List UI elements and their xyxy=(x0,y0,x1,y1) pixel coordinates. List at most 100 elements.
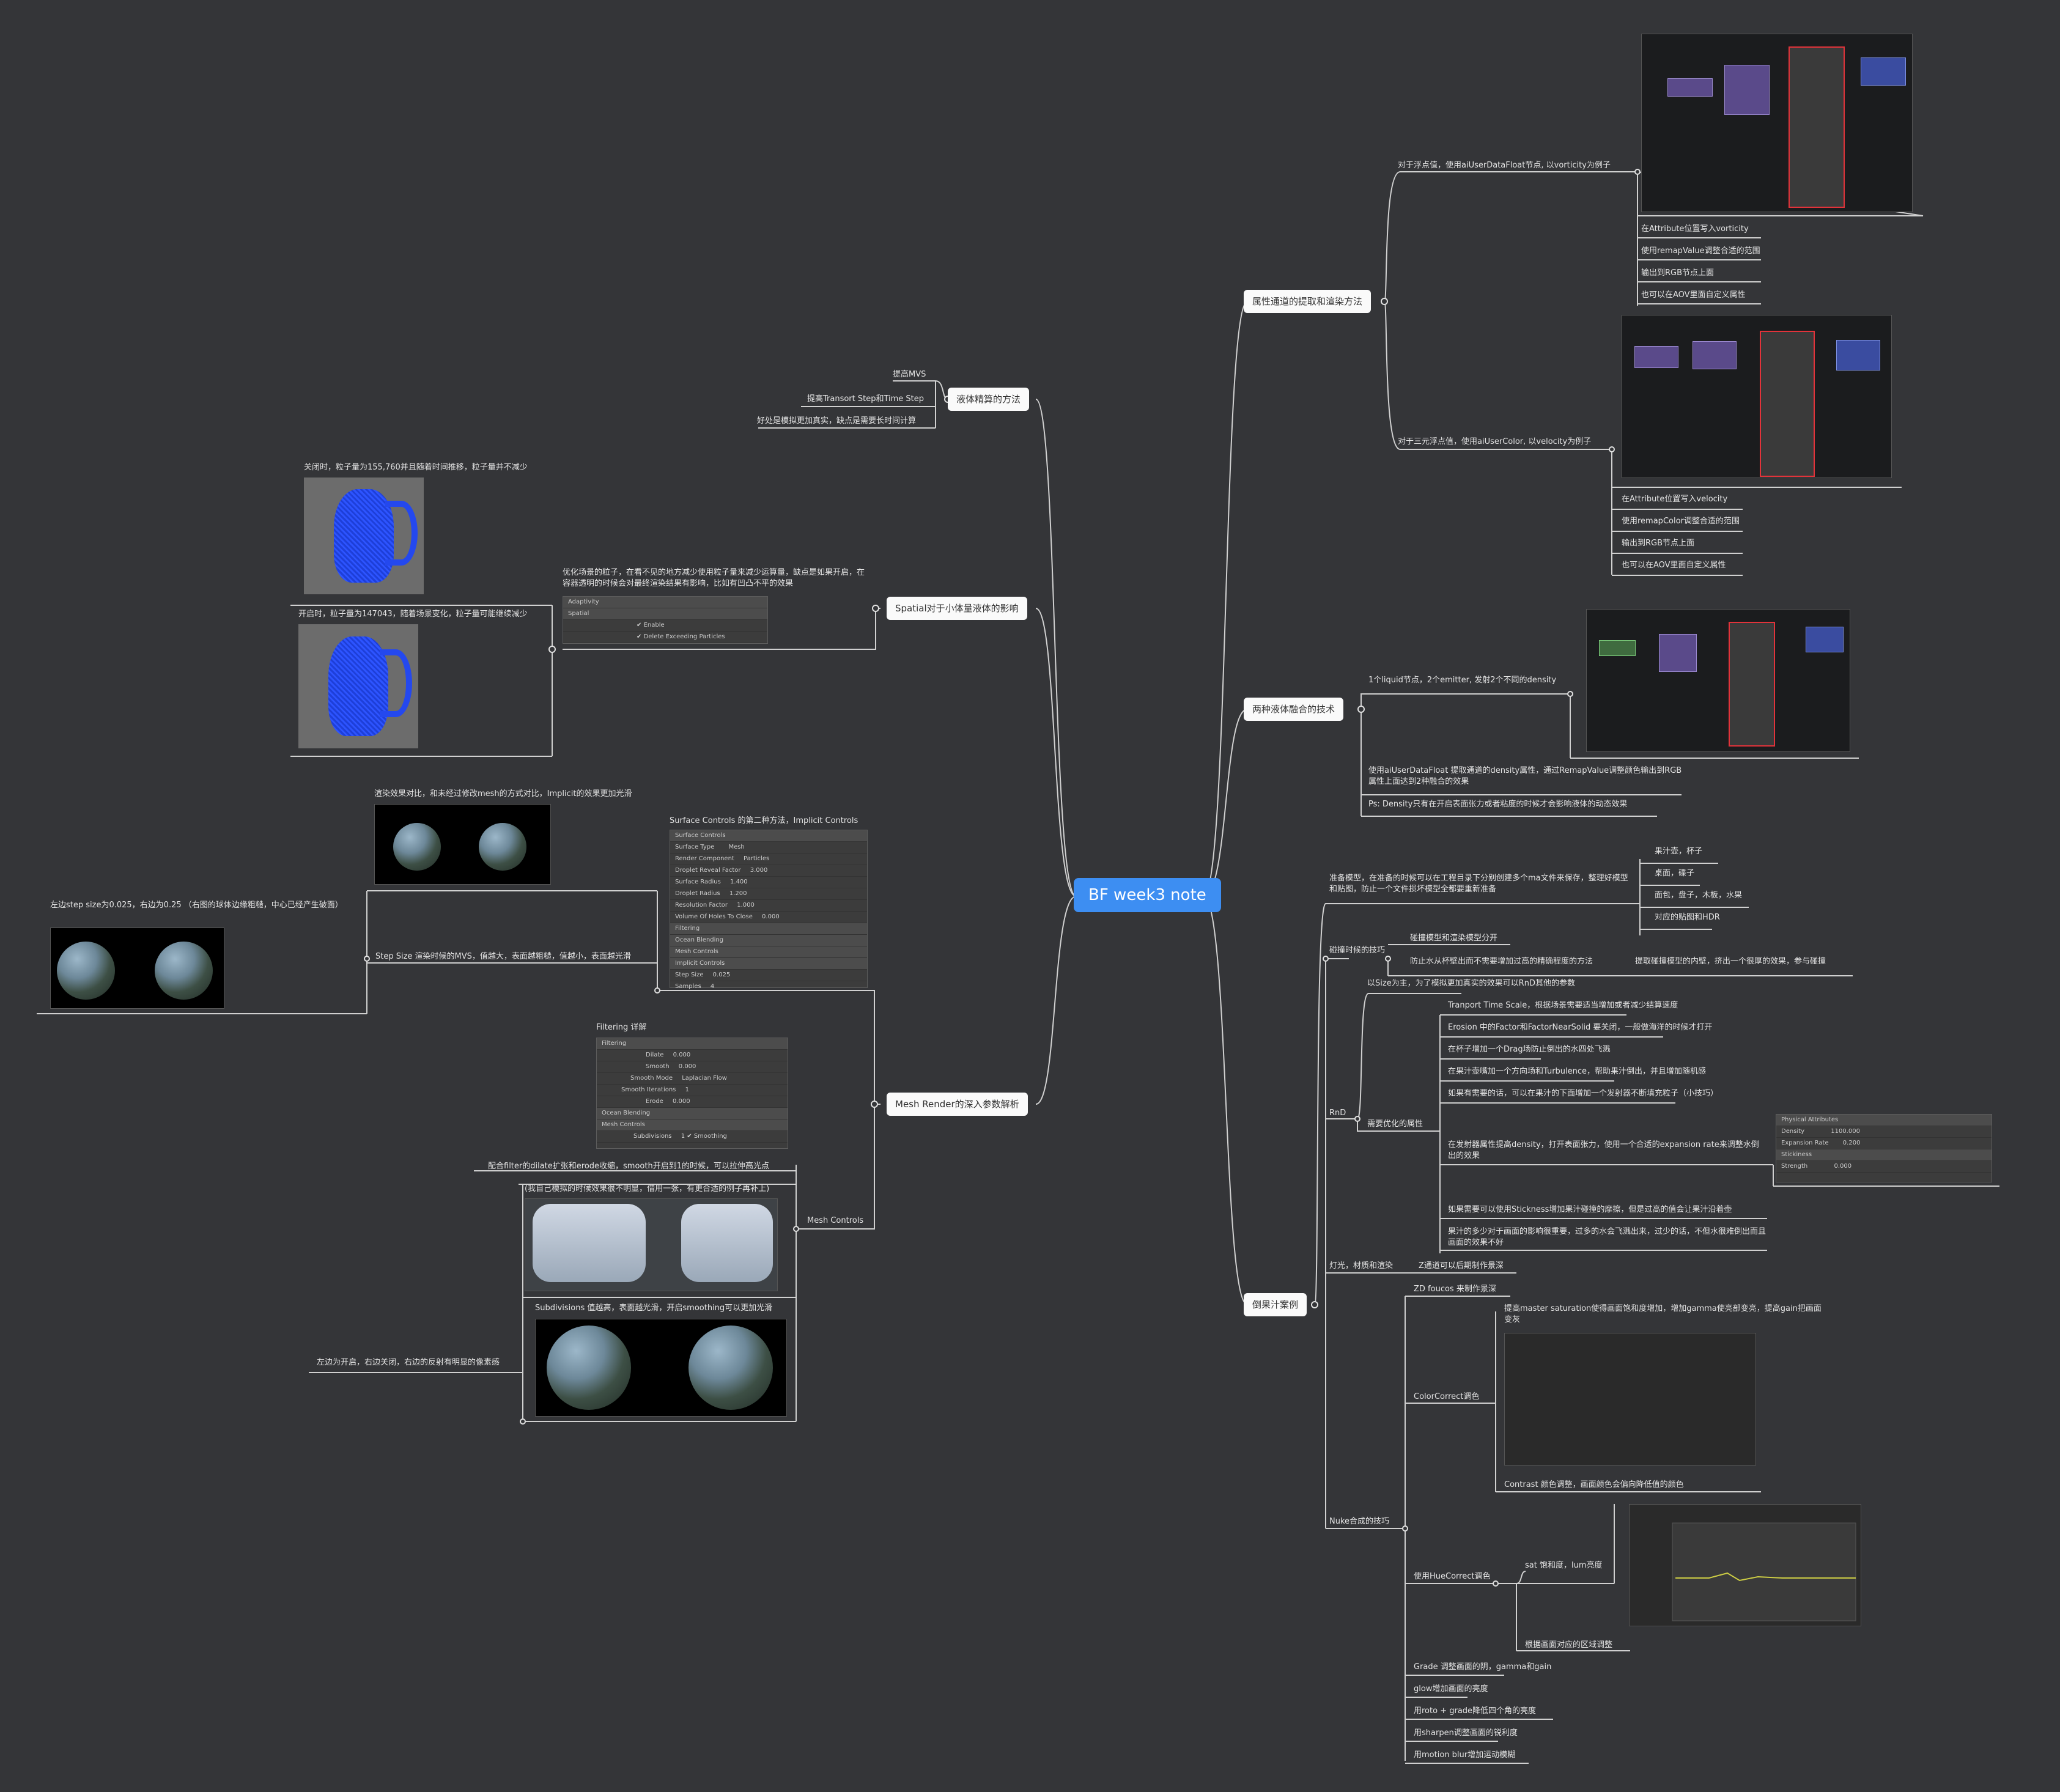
sphere-render xyxy=(479,823,526,871)
cushion-shape xyxy=(681,1204,773,1282)
juice-opt-item: 果汁的多少对于画面的影响很重要，过多的水会飞溅出来，过少的话，不但水很难倒出而且… xyxy=(1448,1227,1767,1247)
physical-attributes-panel: Physical Attributes Density 1100.000 Exp… xyxy=(1776,1114,1992,1182)
sphere-render xyxy=(689,1326,773,1410)
attr-color-item: 输出到RGB节点上面 xyxy=(1622,539,1695,548)
panel-row: Surface Controls xyxy=(670,830,867,842)
spatial-desc: 优化场景的粒子，在看不见的地方减少使用粒子量来减少运算量，缺点是如果开启，在容器… xyxy=(563,568,865,588)
node-box xyxy=(1789,46,1845,208)
juice-opt-item: 在果汁壶嘴加一个方向场和Turbulence，帮助果汁倒出，并且增加随机感 xyxy=(1448,1067,1707,1076)
surface-controls-panel: Surface Controls Surface Type Mesh Rende… xyxy=(670,830,868,993)
attr-float-item: 使用remapValue调整合适的范围 xyxy=(1641,246,1760,256)
panel-row: Subdivisions 1 ✔ Smoothing xyxy=(597,1131,788,1143)
panel-row: Step Size 0.025 xyxy=(670,970,867,981)
node-box xyxy=(1693,341,1737,369)
mesh-implicit-note: 渲染效果对比，和未经过修改mesh的方式对比，Implicit的效果更加光滑 xyxy=(374,789,632,798)
juice-prep-item: 果汁壶，杯子 xyxy=(1655,847,1703,856)
panel-row: Adaptivity xyxy=(563,597,767,608)
juice-nuke-item: 用roto + grade降低四个角的亮度 xyxy=(1414,1706,1537,1716)
panel-row: Surface Type Mesh xyxy=(670,842,867,854)
juice-opt-item: 如果有需要的话，可以在果汁的下面增加一个发射器不断填充粒子（小技巧） xyxy=(1448,1089,1719,1098)
juice-light-item: Z通道可以后期制作景深 xyxy=(1419,1261,1504,1270)
attr-float-item: 也可以在AOV里面自定义属性 xyxy=(1641,290,1746,300)
root-node[interactable]: BF week3 note xyxy=(1074,878,1221,912)
juice-opt-item: 在发射器属性提高density，打开表面张力，使用一个合适的expansion … xyxy=(1448,1140,1759,1160)
juice-rnd-first: 以Size为主，为了模拟更加真实的效果可以RnD其他的参数 xyxy=(1367,979,1575,988)
mesh-controls: Mesh Controls xyxy=(807,1216,864,1225)
panel-row: Stickiness xyxy=(1776,1149,1992,1161)
sphere-render xyxy=(547,1326,631,1410)
branch-mesh[interactable]: Mesh Render的深入参数解析 xyxy=(887,1093,1028,1116)
panel-row: Resolution Factor 1.000 xyxy=(670,900,867,912)
attr-color-item: 在Attribute位置写入velocity xyxy=(1622,495,1728,504)
panel-row: Erode 0.000 xyxy=(597,1096,788,1108)
juice-rnd: RnD xyxy=(1329,1108,1346,1118)
panel-row: Volume Of Holes To Close 0.000 xyxy=(670,912,867,923)
sphere-render xyxy=(393,823,441,871)
juice-opt-item: Tranport Time Scale，根据场景需要适当增加或者减少结算速度 xyxy=(1448,1001,1678,1010)
mesh-implicit-title: Surface Controls 的第二种方法，Implicit Control… xyxy=(670,816,858,825)
node-box xyxy=(1729,622,1775,747)
branch-fuse[interactable]: 两种液体融合的技术 xyxy=(1244,698,1344,721)
panel-row: Density 1100.000 xyxy=(1776,1126,1992,1138)
panel-row: Filtering xyxy=(597,1038,788,1050)
branch-precision[interactable]: 液体精算的方法 xyxy=(948,388,1030,411)
node-box xyxy=(1836,340,1880,371)
huecorrect-curve xyxy=(1672,1522,1856,1621)
juice-collide-item: 碰撞模型和渲染模型分开 xyxy=(1410,934,1498,943)
node-graph-float-screenshot xyxy=(1641,34,1913,212)
juice-nuke-item: 用sharpen调整画面的锐利度 xyxy=(1414,1728,1518,1738)
colorcorrect-screenshot xyxy=(1504,1333,1756,1466)
cushion-shape xyxy=(533,1204,646,1282)
panel-row: Surface Radius 1.400 xyxy=(670,877,867,888)
panel-row: ✔ Delete Exceeding Particles xyxy=(563,632,767,643)
juice-nuke-item: 用motion blur增加运动模糊 xyxy=(1414,1750,1516,1760)
node-graph-fuse-screenshot xyxy=(1586,609,1850,752)
mesh-step-note: 左边step size为0.025，右边为0.25 （右图的球体边缘粗糙，中心已… xyxy=(50,901,343,910)
panel-row: Filtering xyxy=(670,923,867,935)
attr-float-item: 输出到RGB节点上面 xyxy=(1641,268,1715,278)
panel-row: Ocean Blending xyxy=(597,1108,788,1119)
juice-opt-item: Erosion 中的Factor和FactorNearSolid 要关闭，一般做… xyxy=(1448,1023,1713,1032)
juice-opt: 需要优化的属性 xyxy=(1367,1119,1423,1129)
mesh-own-note: (我自己模拟的时候效果很不明显，借用一张，有更合适的例子再补上) xyxy=(525,1184,770,1193)
juice-collide-item: 防止水从杯壁出而不需要增加过高的精确程度的方法 xyxy=(1410,957,1593,966)
fuse-item: 使用aiUserDataFloat 提取通道的density属性，通过Remap… xyxy=(1368,766,1682,786)
mesh-step: Step Size 渲染时候的MVS，值越大，表面越粗糙，值越小，表面越光滑 xyxy=(375,952,631,961)
juice-collide-tip: 提取碰撞模型的内壁，挤出一个很厚的效果，参与碰撞 xyxy=(1635,957,1826,966)
juice-hue: 使用HueCorrect调色 xyxy=(1414,1572,1491,1581)
panel-row: Implicit Controls xyxy=(670,958,867,970)
branch-spatial[interactable]: Spatial对于小体量液体的影响 xyxy=(887,597,1027,620)
panel-row: Dilate 0.000 xyxy=(597,1050,788,1061)
panel-row: Spatial xyxy=(563,608,767,620)
juice-cc: ColorCorrect调色 xyxy=(1414,1392,1480,1401)
juice-collide: 碰撞时候的技巧 xyxy=(1329,946,1386,955)
panel-row: Strength 0.000 xyxy=(1776,1161,1992,1173)
panel-row: Ocean Blending xyxy=(670,935,867,946)
juice-prep-item: 桌面，碟子 xyxy=(1655,869,1695,878)
branch-attr[interactable]: 属性通道的提取和渲染方法 xyxy=(1244,290,1371,313)
panel-row: Smooth Mode Laplacian Flow xyxy=(597,1073,788,1085)
panel-row: ✔ Enable xyxy=(563,620,767,632)
attr-float-title: 对于浮点值，使用aiUserDataFloat节点, 以vorticity为例子 xyxy=(1398,161,1611,170)
juice-prep-item: 对应的贴图和HDR xyxy=(1655,913,1720,922)
juice-nuke: Nuke合成的技巧 xyxy=(1329,1517,1390,1526)
panel-row: Mesh Controls xyxy=(597,1119,788,1131)
mesh-filter-note: 配合filter的dilate扩张和erode收缩，smooth开启到1的时候，… xyxy=(488,1162,769,1171)
juice-opt-item: 如果需要可以使用Stickness增加果汁碰撞的摩擦，但是过高的值会让果汁沿着壶 xyxy=(1448,1205,1732,1214)
panel-row: Droplet Radius 1.200 xyxy=(670,888,867,900)
node-box xyxy=(1861,57,1906,86)
node-box xyxy=(1667,78,1713,97)
fuse-item: 1个liquid节点，2个emitter, 发射2个不同的density xyxy=(1368,676,1557,685)
attr-float-item: 在Attribute位置写入vorticity xyxy=(1641,224,1749,234)
branch-juice[interactable]: 倒果汁案例 xyxy=(1244,1293,1307,1316)
panel-row: Expansion Rate 0.200 xyxy=(1776,1138,1992,1149)
mesh-subdiv-note: 左边为开启，右边关闭，右边的反射有明显的像素感 xyxy=(317,1358,500,1367)
panel-row: Mesh Controls xyxy=(670,946,867,958)
node-box xyxy=(1806,627,1844,652)
sphere-render xyxy=(57,942,115,1000)
attr-color-title: 对于三元浮点值，使用aiUserColor, 以velocity为例子 xyxy=(1398,437,1592,446)
attr-color-item: 使用remapColor调整合适的范围 xyxy=(1622,517,1740,526)
precision-item: 好处是模拟更加真实，缺点是需要长时间计算 xyxy=(757,416,917,426)
node-box xyxy=(1760,331,1815,477)
